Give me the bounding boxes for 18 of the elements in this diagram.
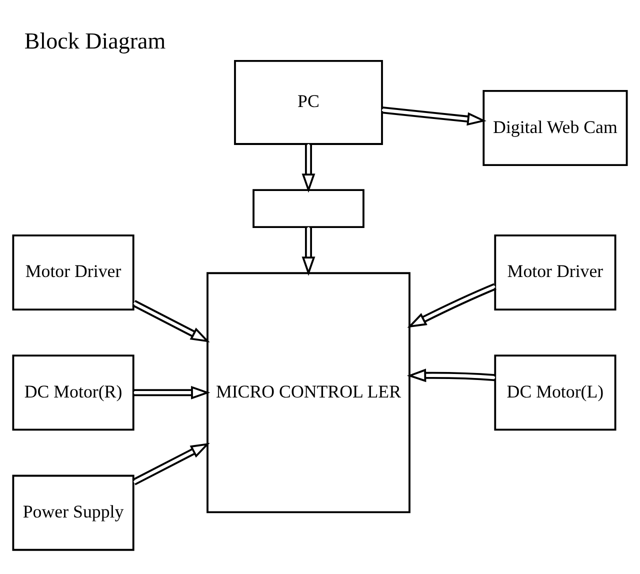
node-box: MICRO CONTROL LER (206, 272, 410, 513)
node-box: Motor Driver (494, 234, 616, 310)
arrow (132, 300, 210, 342)
arrow (134, 385, 210, 399)
arrow (132, 442, 210, 485)
node-box: DC Motor(L) (494, 354, 616, 430)
arrow (302, 226, 316, 276)
arrow (302, 144, 316, 192)
node-box: Power Supply (12, 474, 134, 550)
node-box (252, 188, 364, 228)
arrow (406, 368, 496, 382)
diagram-title: Block Diagram (24, 27, 166, 54)
node-box: Motor Driver (12, 234, 134, 310)
node-box: Digital Web Cam (482, 90, 628, 166)
arrow (382, 106, 486, 126)
node-box: PC (234, 59, 383, 144)
node-box: DC Motor(R) (12, 354, 134, 430)
arrow (407, 282, 496, 328)
